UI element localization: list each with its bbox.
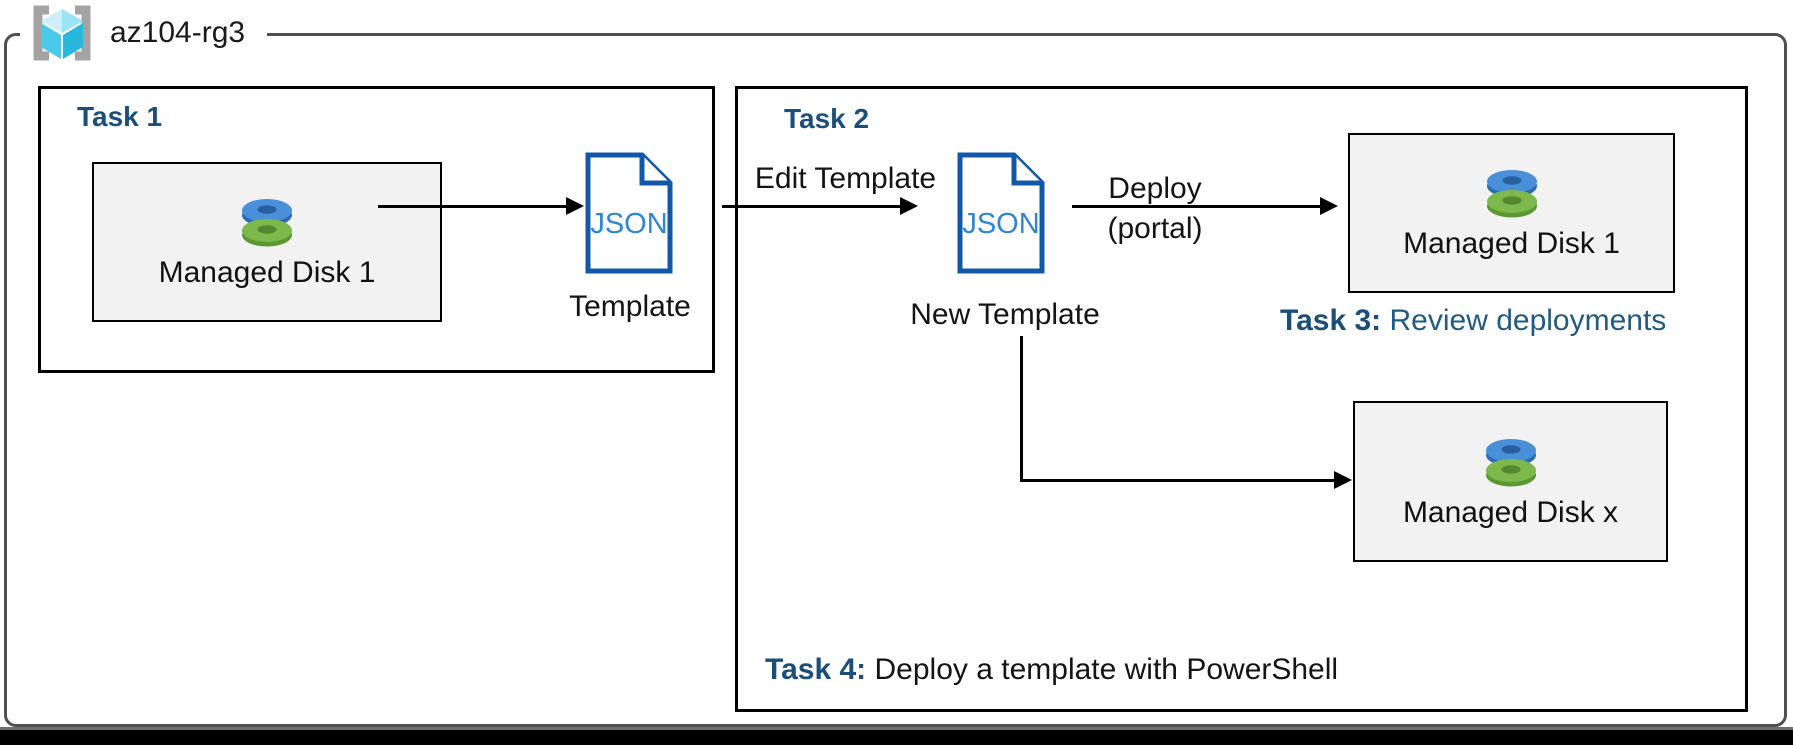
- bottom-black-bar: [0, 730, 1793, 745]
- arrow-disk-to-template: [378, 205, 568, 208]
- arrowhead-to-disk-x: [1334, 471, 1352, 489]
- new-template-json-file-text: JSON: [962, 208, 1039, 240]
- arrowhead-deploy-portal: [1320, 197, 1338, 215]
- bottom-gray-divider: [0, 727, 1793, 730]
- task4-line: Task 4: Deploy a template with PowerShel…: [765, 650, 1406, 689]
- task3-text: Review deployments: [1381, 304, 1667, 337]
- managed-disk-1-deployed-label: Managed Disk 1: [1403, 227, 1620, 260]
- task4-text: Deploy a template with PowerShell: [866, 653, 1339, 686]
- task1-title: Task 1: [77, 101, 163, 132]
- task-list: Task 4: Deploy a template with PowerShel…: [765, 572, 1406, 745]
- arrow-edit-template: [722, 205, 902, 208]
- managed-disk-x-label: Managed Disk x: [1402, 495, 1619, 529]
- new-template-caption: New Template: [910, 298, 1100, 331]
- managed-disk-icon: [242, 199, 292, 247]
- elbow-connector-vertical: [1020, 336, 1023, 482]
- arrowhead-edit-template: [900, 197, 918, 215]
- managed-disk-1-label: Managed Disk 1: [158, 256, 376, 289]
- template-json-file-text: JSON: [590, 208, 667, 240]
- azure-resource-group-icon: [33, 5, 91, 61]
- template-json-file-icon: JSON: [585, 152, 673, 274]
- deploy-label: Deploy: [1108, 172, 1202, 205]
- task2-title: Task 2: [784, 103, 870, 134]
- resource-group-name: az104-rg3: [110, 16, 246, 49]
- edit-template-label: Edit Template: [754, 162, 937, 195]
- task3-label: Task 3:: [1280, 304, 1382, 337]
- elbow-connector-horizontal: [1020, 479, 1336, 482]
- resource-group-border: [4, 33, 1787, 727]
- arrow-deploy-portal: [1072, 205, 1322, 208]
- managed-disk-1-box: Managed Disk 1: [92, 162, 442, 322]
- new-template-json-file-icon: JSON: [957, 152, 1045, 274]
- managed-disk-icon: [1486, 170, 1537, 218]
- managed-disk-x-box: Managed Disk x: [1353, 401, 1668, 562]
- managed-disk-icon: [1485, 438, 1536, 486]
- resource-group-label: az104-rg3: [20, 4, 268, 62]
- managed-disk-1-deployed-box: Managed Disk 1: [1348, 133, 1675, 293]
- template-caption: Template: [569, 290, 691, 323]
- task4-label: Task 4:: [765, 653, 867, 686]
- deploy-portal-label: (portal): [1107, 212, 1203, 245]
- task3-caption: Task 3: Review deployments: [1280, 304, 1666, 338]
- arrowhead-disk-to-template: [566, 197, 584, 215]
